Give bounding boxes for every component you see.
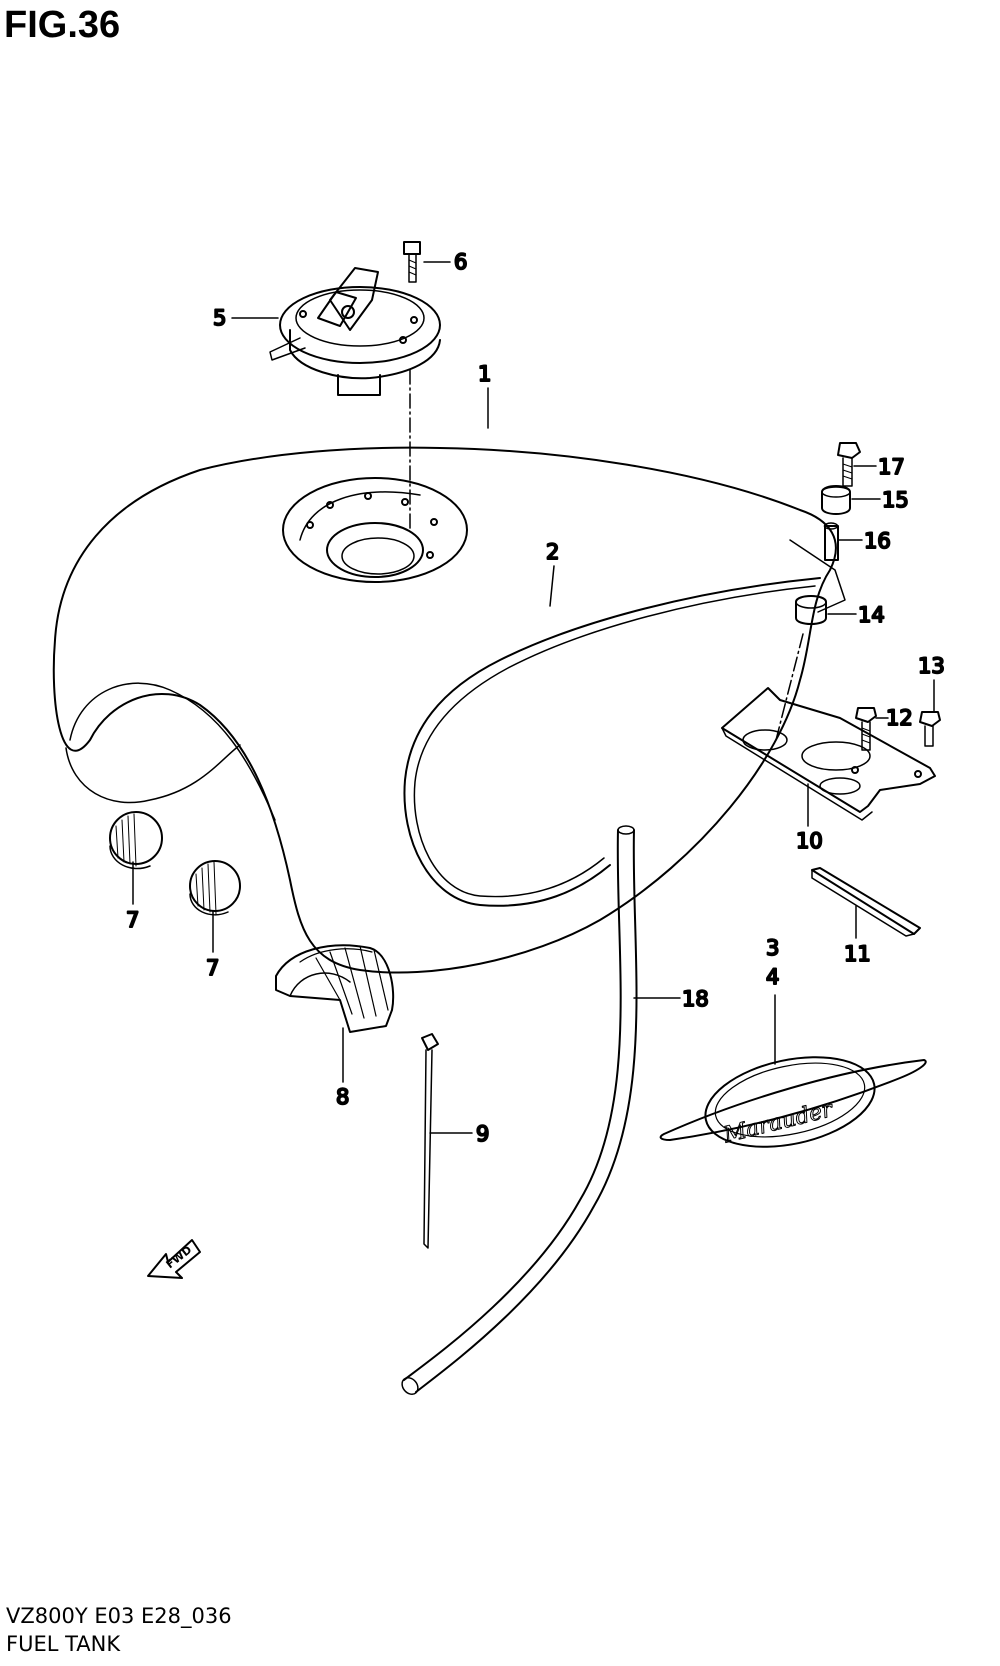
callout-17: 17 xyxy=(878,455,905,479)
callout-14: 14 xyxy=(858,603,885,627)
rear-mount-collar xyxy=(823,522,839,561)
rear-mount-rubber xyxy=(795,595,827,625)
forward-direction-arrow: FWD xyxy=(147,1239,201,1279)
callout-13: 13 xyxy=(918,654,945,678)
callout-15: 15 xyxy=(882,488,909,512)
bracket-bolt-13 xyxy=(919,711,941,747)
plug-cap-2 xyxy=(189,860,241,916)
direction-label: FWD xyxy=(164,1243,195,1271)
callout-10: 10 xyxy=(796,829,823,853)
leader-lines xyxy=(132,261,935,1134)
cushion-strip xyxy=(811,867,921,937)
callout-9: 9 xyxy=(476,1122,489,1146)
figure-title: FIG.36 xyxy=(4,4,121,46)
model-code: VZ800Y E03 E28_036 xyxy=(6,1604,232,1628)
plug-cap-1 xyxy=(109,811,163,870)
callout-18: 18 xyxy=(682,987,709,1011)
callout-5: 5 xyxy=(213,306,226,330)
cable-tie xyxy=(421,1033,439,1249)
callout-12: 12 xyxy=(886,706,913,730)
callout-16: 16 xyxy=(864,529,891,553)
callout-6: 6 xyxy=(454,250,467,274)
rear-mount-bolt xyxy=(837,442,861,487)
breather-hose xyxy=(401,825,638,1395)
callout-11: 11 xyxy=(844,942,871,966)
callout-4: 4 xyxy=(766,965,779,989)
fuel-cap xyxy=(269,267,441,396)
marauder-emblem: Marauder xyxy=(659,1056,927,1149)
callout-2: 2 xyxy=(546,540,559,564)
callout-7a: 7 xyxy=(126,908,139,932)
tank-side-stripe xyxy=(403,577,821,907)
callout-8: 8 xyxy=(336,1085,349,1109)
bracket-bolt-12 xyxy=(855,707,877,751)
cap-screw xyxy=(403,241,421,283)
alignment-line-rear xyxy=(775,633,804,741)
assembly-name: FUEL TANK xyxy=(6,1632,121,1656)
parts-diagram: Marauder FWD xyxy=(52,241,946,1395)
callout-1: 1 xyxy=(478,362,491,386)
tank-cushion xyxy=(275,944,395,1033)
callout-3: 3 xyxy=(766,936,779,960)
callout-7b: 7 xyxy=(206,956,219,980)
rear-mount-cushion xyxy=(821,485,851,515)
callout-labels: 1 2 3 4 5 6 7 7 8 9 10 11 12 13 14 15 16… xyxy=(125,249,946,1147)
tank-bracket xyxy=(721,687,936,821)
